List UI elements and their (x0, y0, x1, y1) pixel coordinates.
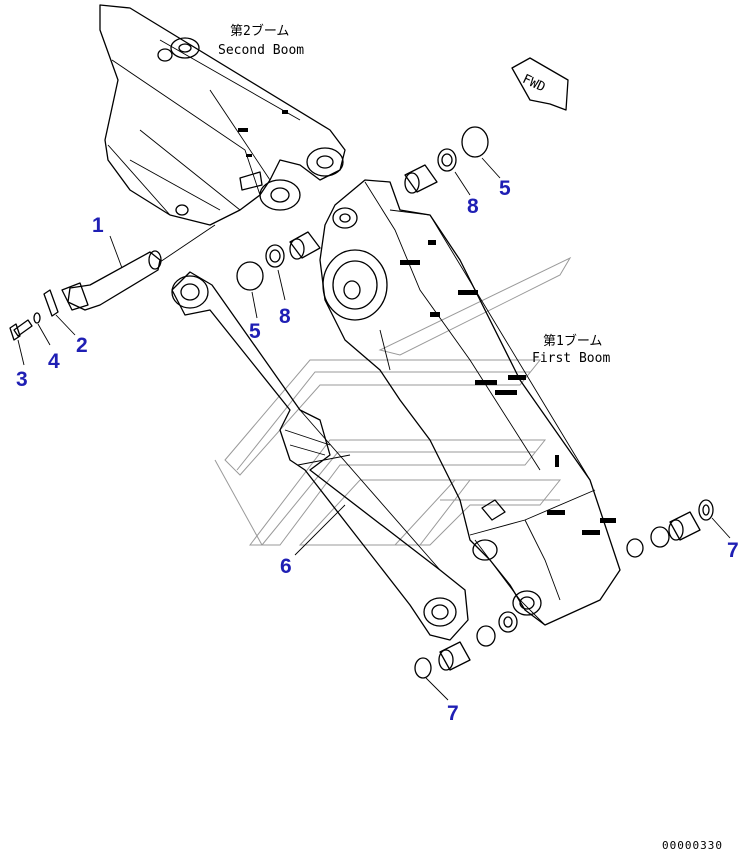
watermark-logo (214, 256, 572, 546)
part-6-leader (294, 504, 346, 556)
second-boom-label-en: Second Boom (218, 43, 304, 58)
first-boom (319, 179, 621, 626)
second-boom (99, 4, 346, 226)
second-boom-label-jp: 第2ブーム (230, 23, 289, 39)
part-5-washer-left (236, 261, 264, 319)
callout-5-left: 5 (249, 320, 261, 343)
part-3-bolt (9, 319, 33, 366)
boom-cylinder (171, 271, 469, 641)
lower-bushing-group-right (626, 499, 731, 558)
document-number: 00000330 (662, 839, 723, 852)
first-boom-label-en: First Boom (532, 351, 610, 366)
callout-5-right: 5 (499, 177, 511, 200)
callout-3: 3 (16, 368, 28, 391)
part-5-washer-right (461, 126, 501, 179)
part-8-seal-left (265, 244, 286, 301)
callout-4: 4 (48, 350, 60, 373)
callout-7-right: 7 (727, 539, 739, 562)
fwd-arrow: FWD (511, 57, 569, 111)
callout-1: 1 (92, 214, 104, 237)
part-8-seal-right (437, 148, 471, 196)
callout-8-right: 8 (467, 195, 479, 218)
callout-7-bottom: 7 (447, 702, 459, 725)
bushing-right (404, 164, 438, 194)
bushing-left (289, 231, 321, 260)
part-4-washer (33, 312, 51, 346)
fwd-label: FWD (520, 72, 548, 96)
callout-6: 6 (280, 555, 292, 578)
first-boom-label-jp: 第1ブーム (543, 333, 602, 349)
lower-bushing-group-left (414, 611, 518, 701)
part-1-pin (61, 224, 216, 311)
part-2-plate (43, 289, 76, 336)
callout-2: 2 (76, 334, 88, 357)
callout-8-left: 8 (279, 305, 291, 328)
